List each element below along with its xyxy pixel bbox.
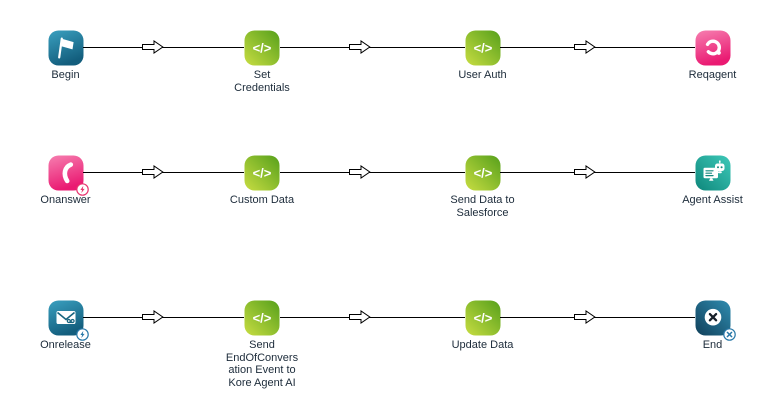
node-label: Begin (51, 69, 80, 81)
code-icon: </> (244, 155, 280, 191)
event-lightning-badge (75, 183, 89, 196)
flow-arrow-icon (142, 40, 164, 54)
node-label: Send Data to Salesforce (450, 194, 515, 219)
flow-arrow-icon (574, 40, 596, 54)
node-send-endofconversation[interactable]: </> Send EndOfConversation Event to Kore… (225, 300, 299, 389)
code-glyph: </> (253, 311, 272, 326)
node-update-data-icon-wrap: </> (465, 300, 501, 336)
terminate-x-badge (722, 328, 736, 341)
connector-updatedata-end[interactable] (500, 310, 695, 324)
node-update-data[interactable]: </> Update Data (446, 300, 520, 352)
code-glyph: </> (473, 41, 492, 56)
code-glyph: </> (473, 311, 492, 326)
node-label: Agent Assist (682, 194, 743, 206)
flow-arrow-icon (574, 310, 596, 324)
node-send-data-icon-wrap: </> (465, 155, 501, 191)
node-agent-assist-icon-wrap (695, 155, 731, 191)
connector-customdata-senddata[interactable] (280, 165, 465, 179)
node-begin[interactable]: Begin (29, 30, 103, 82)
connector-sendend-updatedata[interactable] (280, 310, 465, 324)
code-glyph: </> (473, 166, 492, 181)
node-set-credentials-icon-wrap: </> (244, 30, 280, 66)
code-glyph: </> (253, 166, 272, 181)
node-onanswer[interactable]: Onanswer (29, 155, 103, 207)
node-label: Send EndOfConversation Event to Kore Age… (225, 339, 299, 389)
flow-arrow-icon (142, 165, 164, 179)
node-onanswer-icon-wrap (48, 155, 89, 196)
node-label: User Auth (458, 69, 507, 81)
node-user-auth-icon-wrap: </> (465, 30, 501, 66)
node-onrelease[interactable]: Onrelease (29, 300, 103, 352)
node-reqagent-icon-wrap (695, 30, 731, 66)
flag-icon (48, 30, 83, 66)
node-send-endofconversation-icon-wrap: </> (244, 300, 280, 336)
node-label: Onrelease (40, 339, 91, 351)
end-x-icon (695, 300, 730, 336)
voicemail-envelope-icon (48, 300, 83, 336)
code-icon: </> (465, 30, 500, 66)
node-begin-icon-wrap (48, 30, 84, 66)
node-send-data-to-salesforce[interactable]: </> Send Data to Salesforce (446, 155, 520, 219)
flow-arrow-icon (349, 165, 371, 179)
node-end[interactable]: End (676, 300, 750, 352)
node-custom-data-icon-wrap: </> (244, 155, 280, 191)
connector-onrelease-sendend[interactable] (83, 310, 244, 324)
code-icon: </> (244, 30, 280, 66)
node-label: Set Credentials (234, 69, 290, 94)
connector-setcredentials-userauth[interactable] (280, 40, 465, 54)
code-glyph: </> (253, 41, 272, 56)
node-reqagent[interactable]: Reqagent (676, 30, 750, 82)
connector-userauth-reqagent[interactable] (500, 40, 695, 54)
agent-monitor-icon (695, 155, 730, 191)
node-label: Onanswer (40, 194, 91, 206)
connector-senddata-agentassist[interactable] (500, 165, 695, 179)
node-label: End (702, 339, 723, 351)
node-set-credentials[interactable]: </> Set Credentials (225, 30, 299, 94)
code-icon: </> (465, 155, 500, 191)
code-icon: </> (244, 300, 280, 336)
event-lightning-badge (75, 328, 89, 341)
flow-arrow-icon (574, 165, 596, 179)
connector-begin-setcredentials[interactable] (83, 40, 244, 54)
code-icon: </> (465, 300, 500, 336)
node-user-auth[interactable]: </> User Auth (446, 30, 520, 82)
node-custom-data[interactable]: </> Custom Data (225, 155, 299, 207)
connector-onanswer-customdata[interactable] (83, 165, 244, 179)
node-label: Update Data (451, 339, 514, 351)
flow-arrow-icon (142, 310, 164, 324)
node-agent-assist[interactable]: Agent Assist (676, 155, 750, 207)
node-onrelease-icon-wrap (48, 300, 89, 341)
node-label: Reqagent (688, 69, 737, 81)
phone-icon (48, 155, 83, 191)
node-label: Custom Data (229, 194, 295, 206)
headset-icon (695, 30, 730, 66)
flow-arrow-icon (349, 310, 371, 324)
flow-arrow-icon (349, 40, 371, 54)
node-end-icon-wrap (695, 300, 736, 341)
